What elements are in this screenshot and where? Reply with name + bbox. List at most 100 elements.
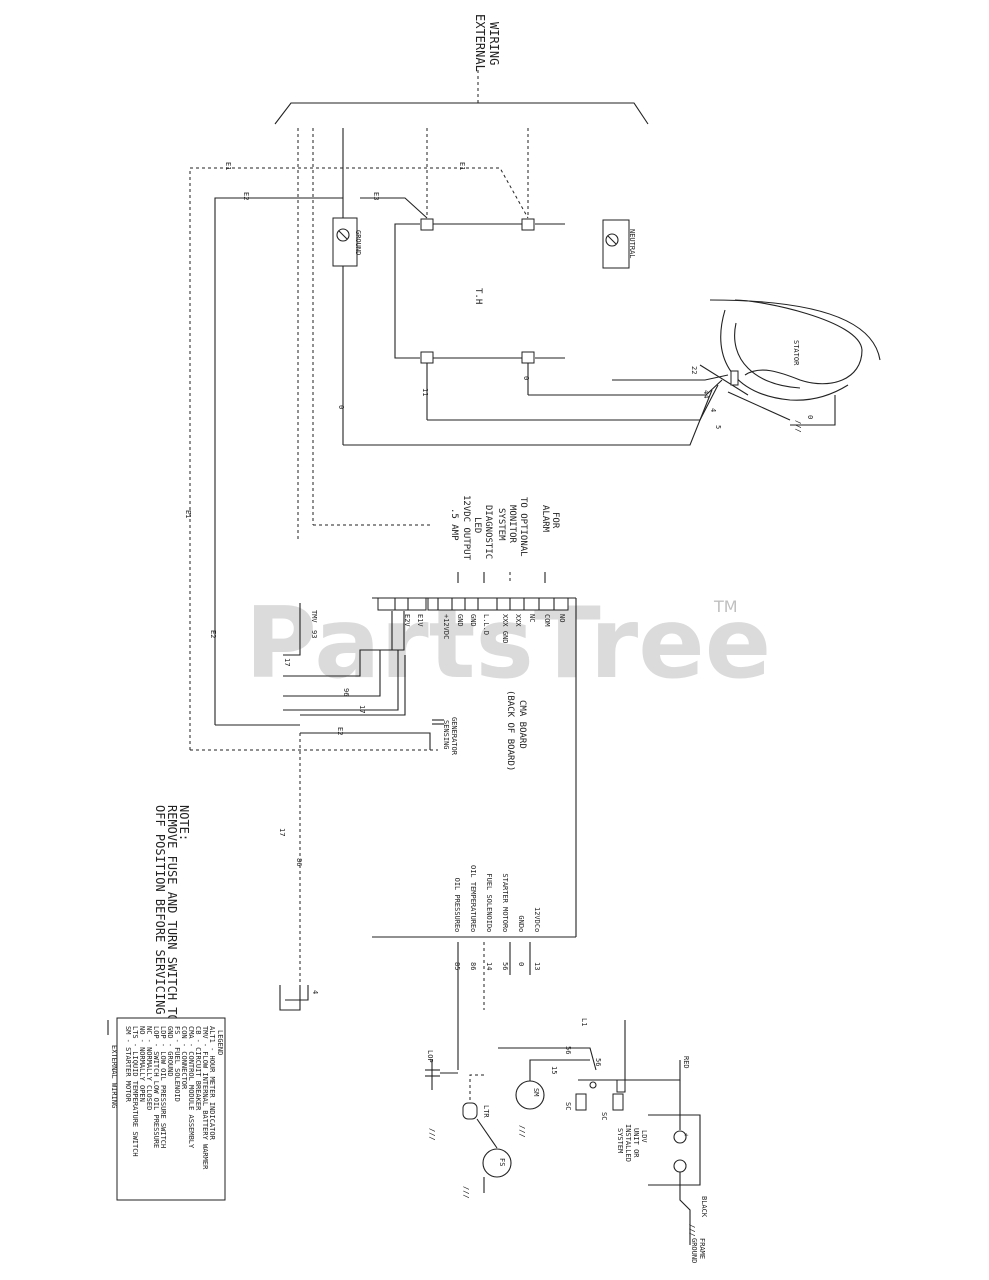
- wire-e3-label: E3: [372, 192, 380, 200]
- ground-lug: [332, 217, 358, 267]
- th-terminal-2: [521, 218, 535, 231]
- wire-0-to-stator: [343, 389, 713, 446]
- legend-item: TMV - FLOW INTERNAL BATTERY WARMER: [201, 1026, 209, 1170]
- svg-text:STARTER MOTOR: STARTER MOTOR: [501, 873, 509, 929]
- neutral-screw-icon: [605, 233, 619, 247]
- wire-96-label: 96: [342, 688, 350, 696]
- svg-text:GND: GND: [456, 614, 464, 627]
- legend-item: CON - CONNECTOR: [180, 1026, 188, 1090]
- svg-text:17: 17: [278, 828, 286, 836]
- svg-text:XXX: XXX: [514, 614, 522, 627]
- svg-text:///: ///: [688, 1224, 696, 1237]
- svg-text:E2: E2: [336, 727, 344, 735]
- svg-text:o: o: [469, 928, 477, 932]
- svg-text:///: ///: [462, 1186, 470, 1199]
- svg-text:E1V: E1V: [416, 614, 424, 627]
- svg-text:SC: SC: [564, 1102, 572, 1110]
- neutral-label: NEUTRAL: [628, 229, 636, 259]
- legend-title: LEGEND: [216, 1030, 224, 1055]
- wire-e3: [360, 197, 428, 219]
- sc-terminal-b: [612, 1093, 624, 1111]
- svg-text:-: -: [682, 1163, 690, 1167]
- svg-text:SENSING: SENSING: [442, 720, 450, 750]
- svg-text:L.L.D: L.L.D: [482, 614, 490, 635]
- svg-text:NOTE:: NOTE:: [177, 805, 191, 841]
- svg-text:LED: LED: [472, 517, 482, 533]
- legend-item: CB - CIRCUIT BREAKER: [194, 1026, 202, 1111]
- wire-e1-label-3: E1: [184, 510, 192, 518]
- svg-text:15: 15: [550, 1066, 558, 1074]
- svg-text:4: 4: [311, 990, 319, 994]
- svg-text:COM: COM: [543, 614, 551, 627]
- ltr-label: LTR: [482, 1105, 490, 1118]
- svg-text:///: ///: [518, 1125, 526, 1138]
- wire-44-label: 44: [702, 390, 710, 398]
- ground-screw-icon: [336, 228, 350, 242]
- svg-text:0: 0: [806, 415, 814, 419]
- th-bracket-left: [394, 223, 420, 359]
- external-bracket: [274, 102, 649, 125]
- th-terminal-3: [420, 351, 434, 364]
- svg-text:GND: GND: [517, 915, 525, 928]
- svg-text:DIAGNOSTIC: DIAGNOSTIC: [483, 505, 493, 559]
- svg-text:XXX GND: XXX GND: [501, 614, 509, 644]
- cma-board-sublabel: (BACK OF BOARD): [505, 690, 515, 771]
- svg-text:o: o: [485, 928, 493, 932]
- wire-0-label: 0: [337, 405, 345, 409]
- svg-text:NO: NO: [558, 614, 566, 622]
- wire-11: [427, 384, 719, 421]
- stator-label: STATOR: [792, 340, 800, 366]
- svg-text:12VDC: 12VDC: [533, 907, 541, 928]
- red-label: RED: [682, 1056, 690, 1069]
- wire-22: [612, 374, 729, 381]
- legend-external-wiring: EXTERNAL WIRING: [110, 1045, 118, 1108]
- svg-text:FUEL SOLENOID: FUEL SOLENOID: [485, 873, 493, 928]
- svg-text:///: ///: [428, 1128, 436, 1141]
- board-left-terminal: NO: [553, 598, 566, 622]
- wire-e1-label: E1: [224, 162, 232, 170]
- svg-text:MONITOR: MONITOR: [507, 505, 517, 544]
- th-label: T.H: [473, 288, 483, 304]
- service-note: NOTE: REMOVE FUSE AND TURN SWITCH TO OFF…: [153, 805, 191, 1022]
- svg-text:LDV: LDV: [640, 1130, 648, 1143]
- svg-text:o: o: [453, 928, 461, 932]
- black-label: BLACK: [700, 1196, 708, 1218]
- wire-96: [283, 611, 405, 697]
- svg-text:86: 86: [295, 858, 303, 866]
- svg-text:13: 13: [533, 962, 541, 970]
- wire-4-label: 4: [709, 408, 717, 412]
- svg-text:GROUND: GROUND: [690, 1238, 698, 1263]
- board-left-terminal: COM: [538, 598, 551, 627]
- svg-text:OIL TEMPERATURE: OIL TEMPERATURE: [469, 865, 477, 928]
- svg-text:ALARM: ALARM: [540, 505, 550, 533]
- legend-item: LTS - LIQUID TEMPERATURE SWITCH: [131, 1026, 139, 1157]
- svg-text:+: +: [682, 1133, 690, 1137]
- svg-text:.5 AMP: .5 AMP: [449, 508, 459, 541]
- ground-label: GROUND: [354, 230, 362, 255]
- sc-label: SC: [600, 1112, 608, 1120]
- wire-e1: [189, 167, 529, 750]
- svg-text:SYSTEM: SYSTEM: [616, 1128, 624, 1153]
- svg-text:NC: NC: [528, 614, 536, 622]
- stator-connector: [730, 370, 739, 386]
- sc-terminal-a: [575, 1093, 587, 1111]
- battery-positive: [673, 1130, 687, 1144]
- generator-sensing-label: GENERATOR: [450, 717, 458, 756]
- legend-item: NO - NORMALLY OPEN: [138, 1026, 146, 1102]
- svg-text:o: o: [517, 928, 525, 932]
- sm-label: SM: [532, 1088, 540, 1096]
- svg-text:L1: L1: [580, 1018, 588, 1026]
- wire-17-label: 17: [283, 658, 291, 666]
- legend-item: GND - GROUND: [166, 1026, 174, 1077]
- wire-0b-label: 0: [522, 376, 530, 380]
- svg-text:UNIT OR: UNIT OR: [632, 1128, 640, 1158]
- wire-0b: [528, 379, 723, 396]
